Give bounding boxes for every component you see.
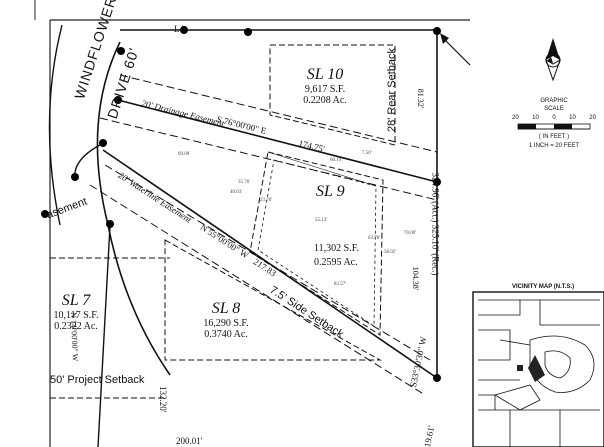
dim-f: 70.00' bbox=[404, 231, 417, 236]
line-lot9-north bbox=[117, 99, 438, 183]
scale-ratio: 1 INCH = 20 FEET bbox=[528, 143, 580, 149]
east-lower-dim: 104.38' bbox=[411, 266, 421, 291]
scale-title-1: GRAPHIC bbox=[540, 98, 568, 104]
scale-bar bbox=[517, 123, 591, 130]
north-arrow-icon bbox=[545, 38, 561, 82]
road-east-edge bbox=[96, 41, 171, 376]
l4-label: L4 bbox=[174, 24, 184, 34]
lot10-label: SL 10 9,617 S.F. 0.2208 Ac. bbox=[285, 66, 365, 106]
dim-g: 63.78' bbox=[368, 236, 381, 241]
lot10-area-ac: 0.2208 Ac. bbox=[303, 95, 347, 106]
lot7-label: SL 7 10,117 S.F. 0.2322 Ac. bbox=[46, 292, 106, 332]
drainage-easement-line-2 bbox=[99, 117, 438, 201]
dim-e: 7.50' bbox=[362, 151, 372, 156]
scale-title-2: SCALE bbox=[544, 106, 564, 112]
east-total-dim: 324.96' (Act.) 325.10' (Rec.) bbox=[430, 172, 441, 276]
lot9-title: SL 9 bbox=[316, 183, 345, 200]
survey-marker bbox=[180, 26, 188, 34]
survey-marker bbox=[244, 28, 252, 36]
leader-line bbox=[442, 37, 471, 66]
lot10-area-sf: 9,617 S.F. bbox=[304, 84, 346, 95]
survey-marker bbox=[117, 47, 125, 55]
lot8-area-ac: 0.3740 Ac. bbox=[204, 329, 248, 340]
lot9-area: 11,302 S.F. 0.2595 Ac. bbox=[314, 242, 359, 270]
survey-marker bbox=[433, 374, 441, 382]
vicinity-map-title: VICINITY MAP (N.T.S.) bbox=[512, 284, 575, 290]
scale-title: GRAPHIC SCALE bbox=[532, 97, 576, 113]
bottom-left-dim: 132.20' bbox=[158, 386, 168, 413]
road-west-edge bbox=[48, 24, 63, 226]
leader-arrow bbox=[440, 33, 449, 44]
survey-marker bbox=[99, 139, 107, 147]
vicinity-map bbox=[472, 291, 604, 447]
lot8-envelope bbox=[164, 239, 382, 361]
dim-c: 40.03' bbox=[230, 190, 243, 195]
east-upper-dim: 81.32' bbox=[416, 88, 426, 109]
scale-tick: 10 bbox=[532, 115, 539, 121]
dim-a: 69.00' bbox=[178, 152, 191, 157]
scale-units: ( IN FEET ) bbox=[538, 134, 570, 140]
survey-marker bbox=[106, 220, 114, 228]
dim-i: 55.13' bbox=[315, 218, 328, 223]
survey-marker bbox=[433, 27, 441, 35]
scale-tick: 10 bbox=[569, 115, 576, 121]
scale-tick: 20 bbox=[589, 115, 596, 121]
lot8-title: SL 8 bbox=[211, 300, 241, 317]
dim-b: 35.76' bbox=[238, 180, 251, 185]
scale-tick: 20 bbox=[512, 115, 519, 121]
scale-ticks: 20 10 0 10 20 bbox=[512, 115, 596, 121]
lot9-area-ac: 0.2595 Ac. bbox=[314, 257, 358, 268]
road-curve bbox=[74, 144, 101, 181]
bottom-partial-dim: 200.01' bbox=[176, 436, 203, 446]
survey-marker bbox=[114, 96, 122, 104]
waterline-easement-line bbox=[104, 164, 431, 361]
scale-tick: 0 bbox=[552, 115, 556, 121]
lot9-dim-line bbox=[267, 151, 377, 187]
dim-d: 60.19' bbox=[330, 158, 343, 163]
lot9-area-sf: 11,302 S.F. bbox=[314, 243, 359, 254]
project-setback-label: 50' Project Setback bbox=[50, 374, 145, 386]
lot10-title: SL 10 bbox=[306, 66, 344, 83]
survey-marker bbox=[41, 210, 49, 218]
lot7-area-ac: 0.2322 Ac. bbox=[54, 321, 98, 332]
line-lot7-8 bbox=[97, 225, 111, 447]
lot9-envelope-inner bbox=[257, 159, 377, 327]
lot8-area-sf: 16,290 S.F. bbox=[203, 318, 249, 329]
lot10-setback-box bbox=[269, 44, 396, 146]
survey-marker bbox=[433, 178, 441, 186]
lot7-area-sf: 10,117 S.F. bbox=[53, 310, 99, 321]
waterline-easement-line-2 bbox=[89, 184, 426, 396]
dim-h: 58.92' bbox=[384, 250, 397, 255]
dim-k: 23.70' bbox=[260, 198, 273, 203]
dim-j: 83.57' bbox=[334, 282, 347, 287]
lot8-label: SL 8 16,290 S.F. 0.3740 Ac. bbox=[196, 300, 256, 340]
lot7-title: SL 7 bbox=[61, 292, 91, 309]
lot9-envelope bbox=[249, 151, 384, 336]
rear-setback-label: 28' Rear Setback bbox=[386, 47, 399, 133]
survey-marker bbox=[71, 173, 79, 181]
drainage-easement-line bbox=[119, 74, 438, 153]
